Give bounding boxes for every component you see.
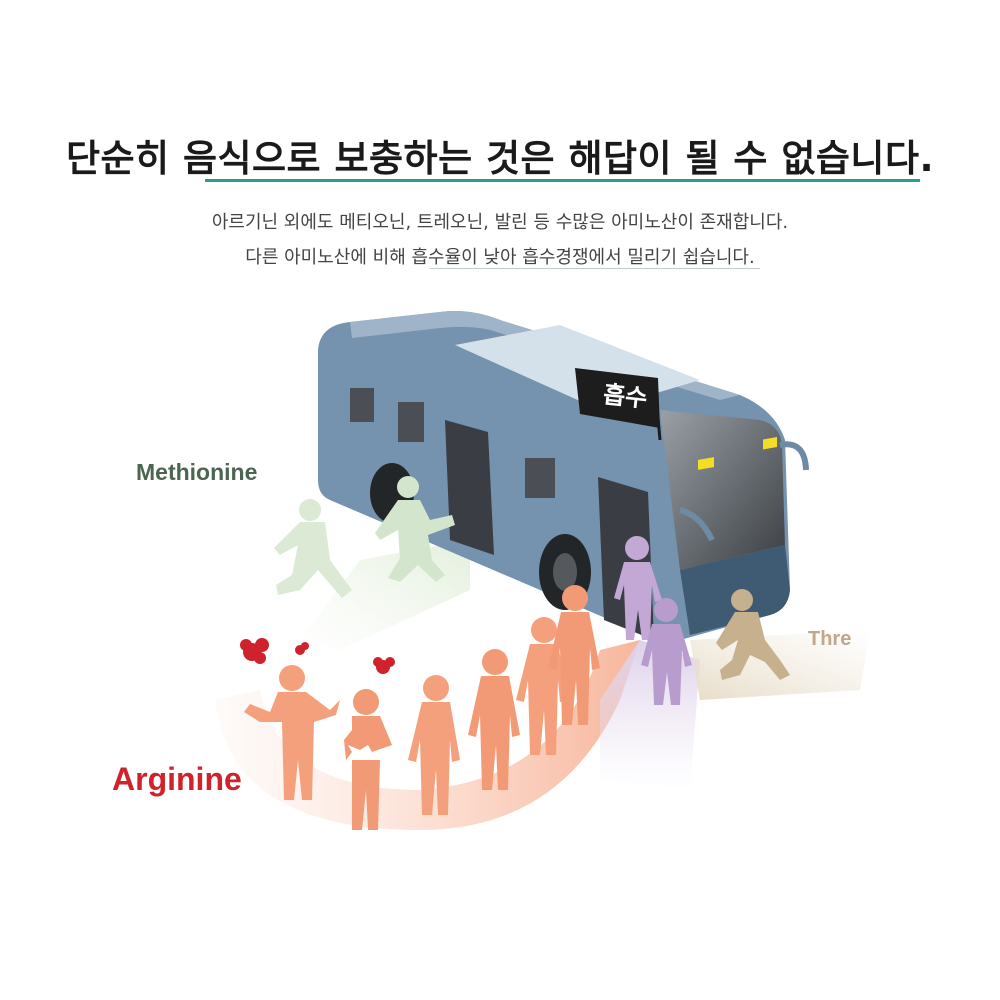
arginine-figure-1 <box>244 665 340 800</box>
subtext-line-1: 아르기닌 외에도 메티오닌, 트레오닌, 발린 등 수많은 아미노산이 존재합니… <box>211 212 789 233</box>
purple-figure-2 <box>641 598 692 705</box>
label-methionine: Methionine <box>136 459 257 485</box>
anger-burst-3 <box>373 657 395 674</box>
methionine-runner-2 <box>375 476 455 582</box>
headline-underline <box>205 179 920 182</box>
arginine-figure-2 <box>344 689 392 830</box>
flag <box>575 368 662 441</box>
subtext-underline <box>430 268 760 269</box>
arginine-figure-4 <box>468 649 520 790</box>
purple-figure-1 <box>614 536 662 640</box>
label-threonine: Thre <box>808 628 851 650</box>
methionine-runner-1 <box>274 499 352 598</box>
flag-text: 흡수 <box>602 380 649 412</box>
arginine-figure-6 <box>548 585 600 725</box>
anger-burst-2 <box>295 642 309 655</box>
arginine-path <box>215 640 640 830</box>
anger-burst-1 <box>240 638 269 664</box>
arginine-figure-3 <box>408 675 460 815</box>
subtext-line-2: 다른 아미노산에 비해 흡수율이 낮아 흡수경쟁에서 밀리기 쉽습니다. <box>245 247 755 268</box>
headline: 단순히 음식으로 보충하는 것은 해답이 될 수 없습니다. <box>65 137 935 180</box>
arginine-figure-5 <box>516 617 568 755</box>
threonine-runner <box>716 589 790 680</box>
bus <box>318 311 809 640</box>
label-arginine: Arginine <box>112 761 242 797</box>
